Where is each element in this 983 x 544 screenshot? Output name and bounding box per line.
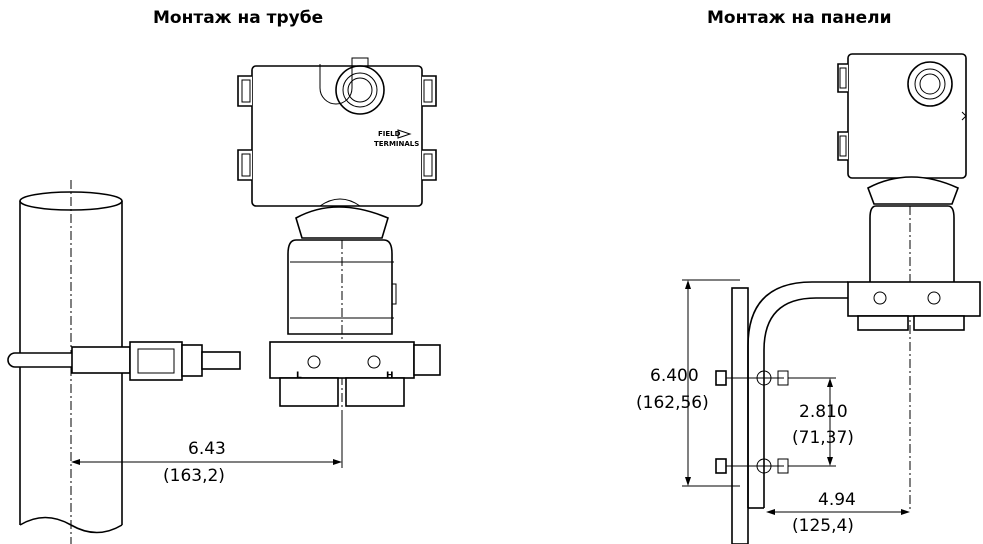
panel-height-inches: 6.400 [650, 366, 699, 386]
panel-width-mm: (125,4) [792, 516, 854, 536]
pipe-width-inches: 6.43 [188, 439, 226, 459]
pipe-width-dimension-line [71, 410, 343, 468]
field-terminals-label-2: TERMINALS [374, 140, 419, 148]
high-side-label: H [386, 371, 394, 381]
pipe-width-mm: (163,2) [163, 466, 225, 486]
bolt-spacing-mm: (71,37) [792, 428, 854, 448]
pipe-mount-title: Монтаж на трубе [153, 8, 324, 28]
field-terminals-label-1: FIELD [378, 130, 401, 138]
low-side-label: L [296, 371, 302, 381]
panel-mounting-bracket [715, 281, 848, 544]
panel-height-mm: (162,56) [636, 393, 709, 413]
transmitter-pipe: FIELD TERMINALS L H [237, 57, 441, 410]
pipe-u-bolt-clamp [7, 341, 241, 381]
panel-height-dimension-line [682, 279, 740, 487]
transmitter-panel [837, 53, 981, 510]
bolt-spacing-inches: 2.810 [799, 402, 848, 422]
panel-mount-title: Монтаж на панели [707, 8, 892, 28]
bolt-spacing-dimension-line [788, 377, 836, 467]
panel-width-dimension-line [766, 509, 910, 515]
panel-width-inches: 4.94 [818, 490, 856, 510]
